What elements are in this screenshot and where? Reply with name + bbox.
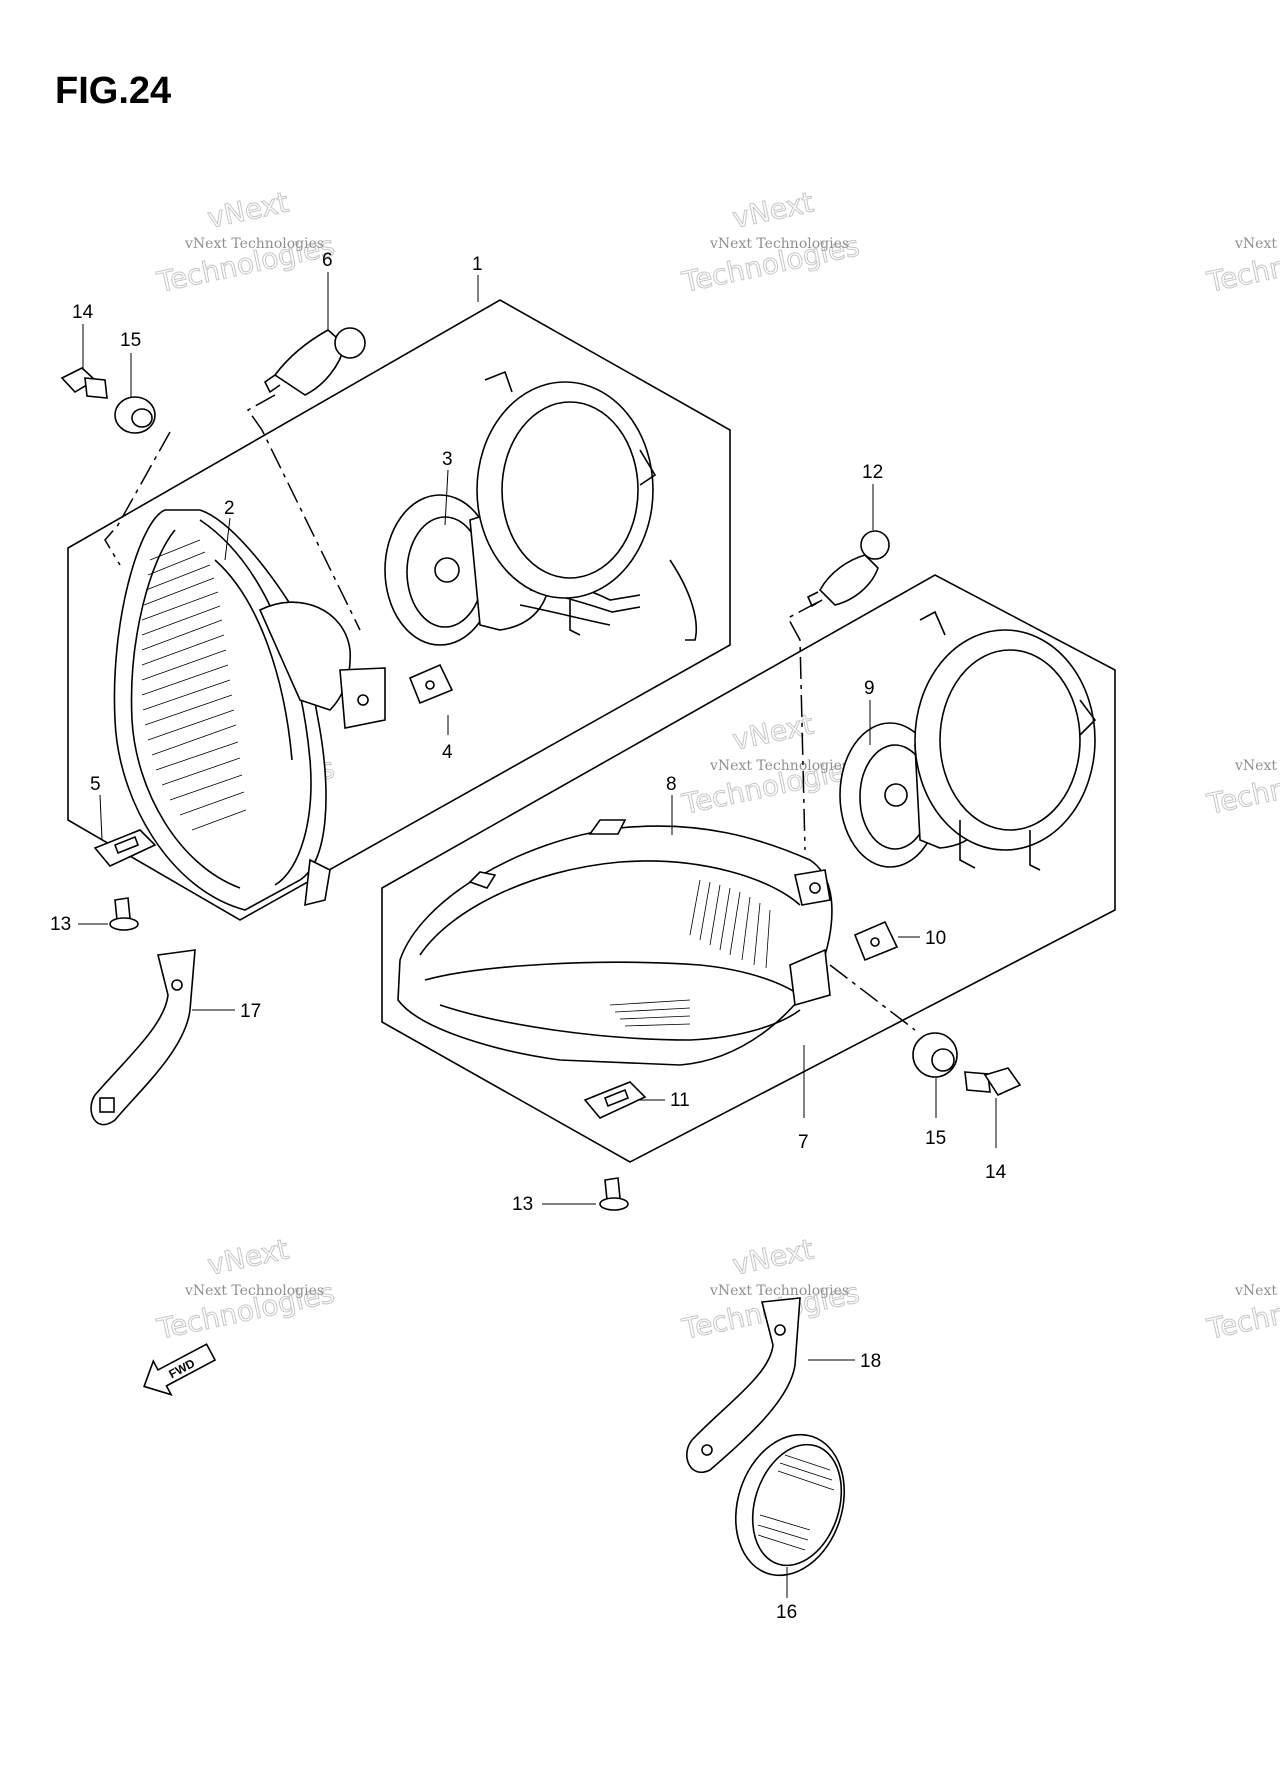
screw-13-right [599, 1177, 629, 1211]
callout-1: 1 [472, 254, 483, 275]
callout-4: 4 [442, 742, 453, 763]
callout-15-right: 15 [925, 1128, 946, 1149]
callout-16: 16 [776, 1602, 797, 1623]
watermark-text: vNext Technologies [1234, 236, 1280, 252]
bulb-6 [263, 327, 366, 396]
grommet-15-left [114, 396, 156, 434]
watermark-text: vNext Technologies [1234, 758, 1280, 774]
socket-cover-left [476, 370, 698, 641]
watermark-top-left: vNext Technologies vNext Technologies [153, 185, 338, 299]
callout-labels: 1 2 3 4 5 6 7 8 9 10 11 12 13 13 14 14 1… [50, 250, 1007, 1623]
callout-7: 7 [798, 1132, 809, 1153]
leader-dash-bulb-12 [786, 601, 819, 851]
watermark-top-right: vNext Technologies Technologies [1203, 229, 1280, 300]
watermark-text: vNext [730, 1233, 817, 1282]
clip-4 [408, 663, 454, 705]
callout-15-left: 15 [120, 330, 141, 351]
callout-9: 9 [864, 678, 875, 699]
callout-8: 8 [666, 774, 677, 795]
callout-leaders [78, 272, 997, 1598]
callout-14-left: 14 [72, 302, 94, 323]
callout-6: 6 [322, 250, 333, 271]
clip-nut-5 [93, 829, 157, 867]
callout-18: 18 [860, 1351, 881, 1372]
leader-dash-grommet-right [829, 964, 916, 1031]
bracket-17 [90, 949, 196, 1126]
reflector-hatching-left [141, 539, 247, 831]
watermark-text: vNext [205, 1233, 292, 1282]
reflector-16 [734, 1433, 846, 1577]
watermark-text: vNext Technologies [709, 758, 849, 774]
watermark-text: vNext Technologies [709, 236, 849, 252]
callout-3: 3 [442, 449, 453, 470]
assembly-7-frame [381, 574, 1116, 1163]
reflector-hatching-right [609, 879, 771, 1027]
callout-10: 10 [925, 928, 946, 949]
watermark-text: vNext [205, 186, 292, 235]
assembly-1-frame [67, 299, 731, 921]
clip-10 [853, 920, 899, 962]
callout-13-right: 13 [512, 1194, 533, 1215]
watermark-top-center: vNext Technologies vNext Technologies [678, 185, 863, 299]
watermark-mid-center: vNext Technologies vNext Technologies [678, 707, 863, 821]
socket-cover-right [914, 610, 1097, 871]
callout-14-right: 14 [985, 1162, 1007, 1183]
headlamp-housing-left [113, 509, 386, 911]
fwd-arrow: FWD [143, 1343, 217, 1397]
bolt-14-left [60, 367, 108, 399]
callout-17: 17 [240, 1001, 261, 1022]
watermark-bottom-left: vNext Technologies vNext Technologies [153, 1232, 338, 1346]
leader-dash-bulb [246, 394, 361, 631]
watermark-text: vNext Technologies [184, 236, 324, 252]
watermark-text: vNext [730, 186, 817, 235]
callout-5: 5 [90, 774, 101, 795]
screw-13-left [109, 897, 139, 931]
watermark-text: vNext Technologies [709, 1283, 849, 1299]
clip-nut-11 [583, 1081, 647, 1119]
callout-2: 2 [224, 498, 235, 519]
watermark-bottom-right: vNext Technologies Technologies [1203, 1276, 1280, 1347]
watermark-text: vNext Technologies [184, 1283, 324, 1299]
grommet-15-right [912, 1032, 958, 1078]
bracket-18 [686, 1297, 801, 1473]
headlamp-housing-right [397, 819, 833, 1066]
reflector-texture [757, 1454, 835, 1551]
callout-11: 11 [670, 1090, 690, 1111]
watermark-mid-right: vNext Technologies Technologies [1203, 751, 1280, 822]
bolt-14-right [964, 1067, 1022, 1097]
watermark-text: vNext Technologies [1234, 1283, 1280, 1299]
watermark-text: vNext [730, 708, 817, 757]
callout-13-left: 13 [50, 914, 71, 935]
bulb-12 [806, 530, 890, 608]
figure-title: FIG.24 [55, 70, 172, 112]
callout-12: 12 [862, 462, 883, 483]
leader-dash-grommet [104, 431, 171, 566]
